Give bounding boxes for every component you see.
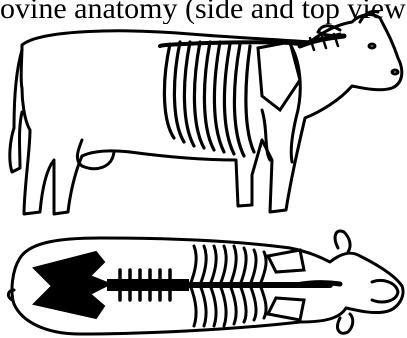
- top-view-scapula-right: [268, 298, 304, 320]
- top-view-ear-right: [338, 314, 353, 333]
- cow-nostril: [392, 70, 398, 74]
- top-view-muzzle: [372, 280, 398, 301]
- cow-eye: [369, 44, 375, 48]
- top-view-scapula-left: [268, 250, 304, 272]
- side-view-ribcage: [160, 34, 344, 162]
- top-view-ribcage: [110, 246, 340, 326]
- top-view-ear-left: [335, 231, 350, 252]
